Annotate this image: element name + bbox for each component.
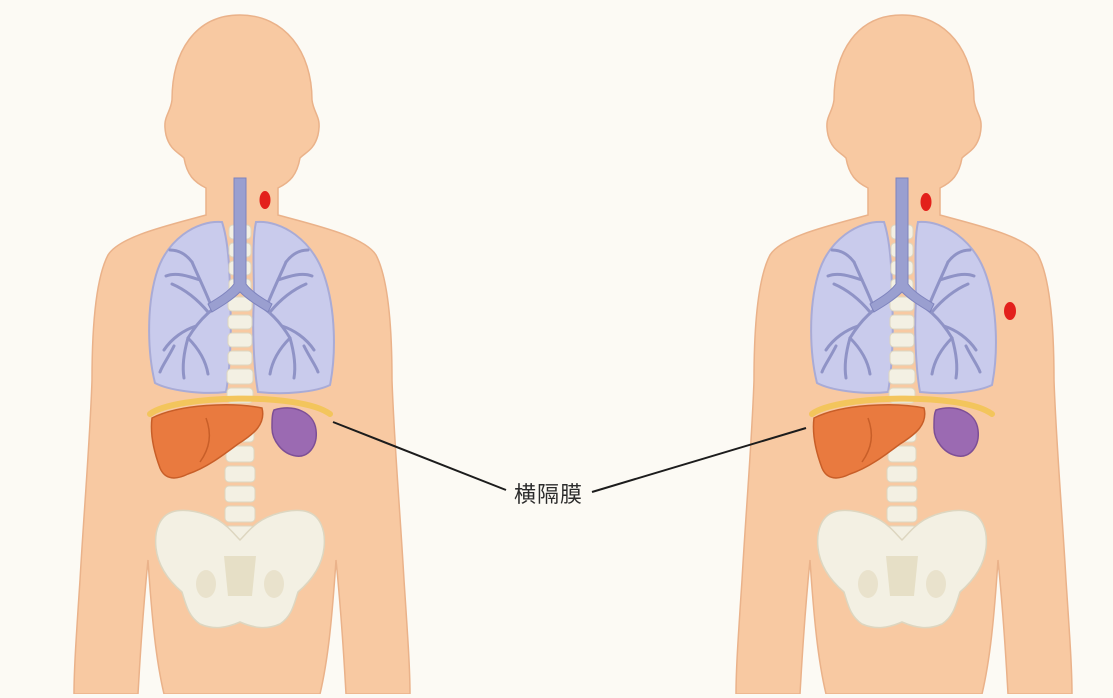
figure-right bbox=[736, 15, 1072, 694]
diaphragm-label: 横隔膜 bbox=[514, 477, 583, 509]
pain-point-shoulder-right bbox=[1004, 302, 1016, 320]
pain-point-neck-right bbox=[921, 193, 932, 211]
figure-left bbox=[74, 15, 410, 694]
pain-point-neck-left bbox=[260, 191, 271, 209]
